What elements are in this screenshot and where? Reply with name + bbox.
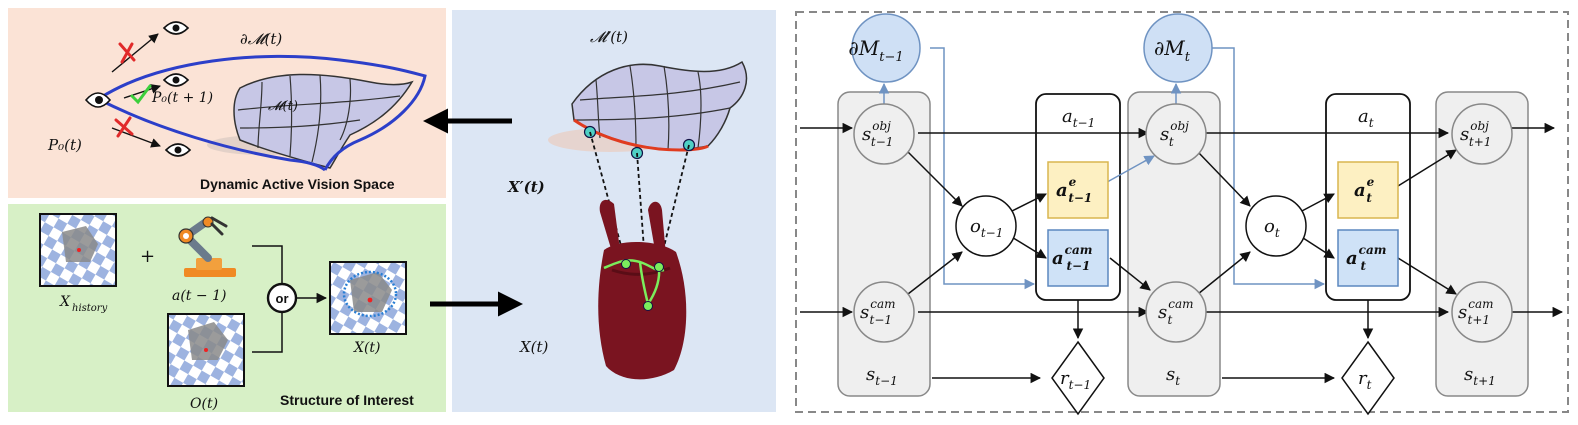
boundary-curve-upper <box>99 54 427 171</box>
obj-state-node <box>1451 103 1513 165</box>
camera-action-node <box>1047 229 1109 287</box>
cam-state-node <box>853 281 915 343</box>
or-label: or <box>276 291 289 306</box>
action-label: at <box>1358 106 1374 130</box>
connector-top <box>252 245 283 284</box>
label-a-t-minus-1: a(t − 1) <box>172 288 226 304</box>
eye-icon <box>162 21 190 35</box>
label-x-history-sub: history <box>72 303 108 314</box>
eye-icon <box>162 73 190 87</box>
caption-dynamic-active-vision-space: Dynamic Active Vision Space <box>200 176 395 192</box>
reward-label: rt <box>1358 368 1372 392</box>
boundary-node <box>851 13 921 83</box>
label-x-t: X(t) <box>519 338 549 356</box>
boundary-node <box>1143 13 1213 83</box>
label-p0-t: P₀(t) <box>47 136 82 154</box>
cross-icon <box>118 42 136 64</box>
view-arrow-up <box>111 33 159 73</box>
boundary-curve-lower <box>99 98 326 172</box>
label-boundary: ∂𝓜(t) <box>240 30 282 48</box>
observation-node <box>1245 195 1307 257</box>
boundary-node-label: ∂Mt <box>1154 36 1191 65</box>
eye-icon <box>164 143 192 157</box>
observation-label: ot−1 <box>970 216 1003 240</box>
history-image <box>39 213 117 287</box>
bag-image <box>598 199 687 380</box>
projection-line <box>589 131 627 265</box>
label-x-history: X <box>59 294 71 310</box>
label-x-prime: X′(t) <box>507 178 545 196</box>
manifold-prime-surface <box>548 60 748 152</box>
panel-middle: 𝓜′(t) X′(t) X(t) <box>423 10 776 412</box>
robot-arm-icon <box>178 216 236 277</box>
state-column-label: st+1 <box>1464 364 1496 388</box>
reward-node <box>1341 340 1395 416</box>
boundary-to-action-arrow <box>930 47 1036 290</box>
cam-state-node <box>1145 281 1207 343</box>
state-column-label: st−1 <box>866 364 898 388</box>
action-to-state-arrow <box>1099 155 1155 187</box>
boundary-node-label: ∂Mt−1 <box>848 36 903 65</box>
panel-structure-of-interest: X history + a(t − 1) O(t) or <box>8 204 446 412</box>
segmented-image <box>329 261 407 335</box>
label-p0-t-plus-1: P₀(t + 1) <box>151 90 213 106</box>
camera-action-node <box>1337 229 1399 287</box>
observation-image <box>167 313 245 387</box>
eye-icon <box>84 92 112 108</box>
state-column-label: st <box>1166 364 1180 388</box>
reward-label: rt−1 <box>1060 368 1091 392</box>
obj-state-node <box>853 103 915 165</box>
obj-state-node <box>1145 103 1207 165</box>
observation-label: ot <box>1264 216 1280 240</box>
cross-icon <box>114 116 134 138</box>
check-icon <box>130 84 152 105</box>
label-x-t-small: X(t) <box>353 340 381 356</box>
connector-bottom <box>252 312 283 353</box>
graph-edges <box>800 122 1564 384</box>
action-label: at−1 <box>1062 106 1095 130</box>
effector-action-node <box>1337 161 1399 219</box>
label-manifold: 𝓜(t) <box>268 99 298 114</box>
caption-structure-of-interest: Structure of Interest <box>280 392 414 408</box>
boundary-to-action-arrow <box>1212 47 1326 290</box>
panel-dynamic-active-vision-space: ∂𝓜(t) 𝓜(t) P₀(t + 1) P₀(t) Dynamic Activ… <box>8 8 446 198</box>
label-o-t: O(t) <box>190 396 218 412</box>
cam-state-node <box>1451 281 1513 343</box>
plus-sign: + <box>140 246 155 267</box>
label-manifold-prime: 𝓜′(t) <box>590 28 628 46</box>
effector-action-node <box>1047 161 1109 219</box>
view-arrow-mid <box>123 84 161 99</box>
observation-node <box>955 195 1017 257</box>
reward-node <box>1051 340 1105 416</box>
